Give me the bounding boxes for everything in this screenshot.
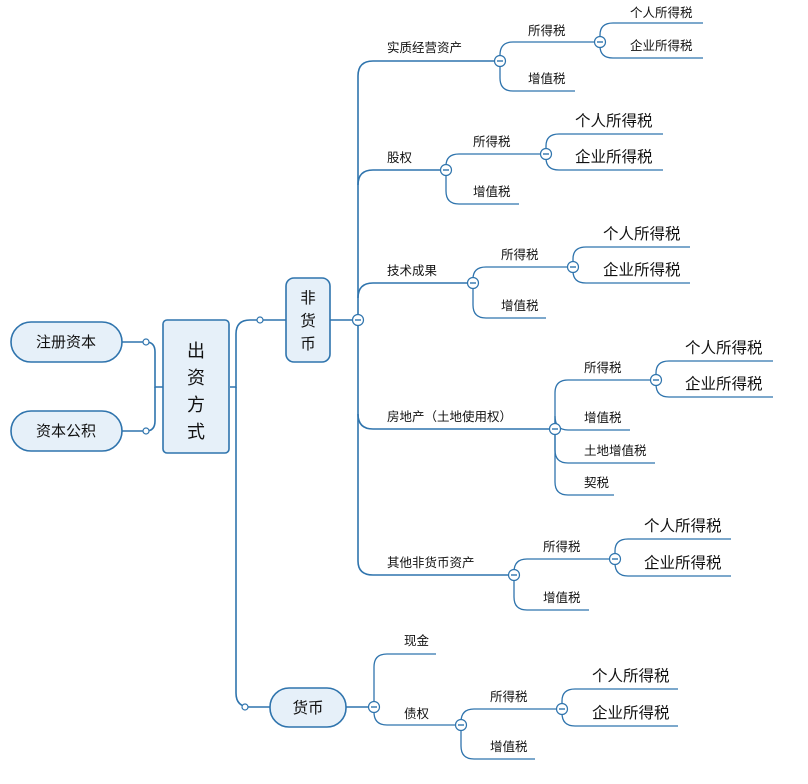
edge-to-noncash <box>230 319 286 388</box>
edge-b1-vat <box>499 61 575 92</box>
connector-dot <box>241 703 249 711</box>
topic-corporate-income-tax[interactable]: 企业所得税 <box>575 148 653 166</box>
collapse-icon[interactable] <box>608 552 622 566</box>
root-char: 方 <box>187 395 205 416</box>
node-label: 注册资本 <box>36 333 96 351</box>
topic-corporate-income-tax[interactable]: 企业所得税 <box>603 261 681 279</box>
topic-income-tax[interactable]: 所得税 <box>528 23 566 38</box>
edge-b5 <box>357 414 514 576</box>
branch-labels: 实质经营资产 所得税 增值税 个人所得税 企业所得税 股权 所得税 增值税 个人… <box>387 5 763 754</box>
topic-personal-income-tax[interactable]: 个人所得税 <box>644 517 722 535</box>
edge-to-cash <box>235 387 270 708</box>
edge-capital-reserve <box>145 387 156 432</box>
topic-vat[interactable]: 增值税 <box>501 298 539 313</box>
collapse-icon[interactable] <box>493 54 507 68</box>
edge-registered-capital <box>145 341 163 388</box>
topic-vat[interactable]: 增值税 <box>543 590 581 605</box>
edge-b4-deed <box>554 429 614 496</box>
topic-personal-income-tax[interactable]: 个人所得税 <box>575 112 653 130</box>
node-capital-reserve[interactable]: 资本公积 <box>10 410 123 452</box>
node-label: 资本公积 <box>36 422 96 440</box>
topic-corporate-income-tax[interactable]: 企业所得税 <box>592 704 670 722</box>
topic-receivables[interactable]: 债权 <box>404 706 430 721</box>
topic-income-tax[interactable]: 所得税 <box>584 360 622 375</box>
root-char: 式 <box>187 422 205 443</box>
topic-personal-income-tax[interactable]: 个人所得税 <box>685 339 763 357</box>
topic-equity[interactable]: 股权 <box>387 150 413 165</box>
topic-vat[interactable]: 增值税 <box>584 410 622 425</box>
edge-b1-tax <box>499 41 600 61</box>
collapse-icon[interactable] <box>367 700 381 714</box>
topic-land-vat[interactable]: 土地增值税 <box>584 443 647 458</box>
edge-b5-tax <box>513 558 615 575</box>
root-char: 资 <box>187 368 205 389</box>
edge-b1-personal <box>599 22 703 42</box>
edge-b2 <box>357 169 446 186</box>
edge-b5-vat <box>513 575 589 611</box>
collapse-icon[interactable] <box>548 422 562 436</box>
topic-personal-income-tax[interactable]: 个人所得税 <box>630 5 693 20</box>
node-char: 币 <box>300 335 316 353</box>
edge-b1 <box>357 60 500 320</box>
collapse-icon[interactable] <box>351 313 365 327</box>
connector-dot <box>256 316 264 324</box>
edge-b4-tax <box>554 379 656 429</box>
edge-c2-tax <box>460 708 562 725</box>
connector-dot <box>142 427 150 435</box>
edge-b2-personal <box>545 133 663 154</box>
root-char: 出 <box>187 341 205 362</box>
topic-real-estate[interactable]: 房地产（土地使用权） <box>387 409 512 424</box>
topic-other-non-cash[interactable]: 其他非货币资产 <box>387 555 475 570</box>
edge-c2-personal <box>561 688 678 709</box>
collapse-icon[interactable] <box>439 163 453 177</box>
topic-physical-assets[interactable]: 实质经营资产 <box>387 40 462 55</box>
edge-b2-vat <box>445 170 519 205</box>
node-registered-capital[interactable]: 注册资本 <box>10 321 123 363</box>
connectors <box>145 22 773 760</box>
collapse-icon[interactable] <box>555 702 569 716</box>
collapse-icon[interactable] <box>507 568 521 582</box>
edge-b3-tax <box>472 266 573 283</box>
edge-b3 <box>357 282 473 299</box>
collapse-toggles <box>351 35 663 732</box>
edge-b4-personal <box>655 360 773 380</box>
topic-personal-income-tax[interactable]: 个人所得税 <box>603 225 681 243</box>
node-cash[interactable]: 货币 <box>269 687 347 728</box>
topic-income-tax[interactable]: 所得税 <box>490 689 528 704</box>
edge-c1 <box>373 653 436 707</box>
collapse-icon[interactable] <box>539 147 553 161</box>
edge-c2-vat <box>460 725 535 760</box>
collapse-icon[interactable] <box>649 373 663 387</box>
topic-vat[interactable]: 增值税 <box>528 71 566 86</box>
topic-deed-tax[interactable]: 契税 <box>584 475 610 490</box>
node-non-cash[interactable]: 非 货 币 <box>285 277 331 363</box>
connector-dot <box>142 338 150 346</box>
edge-b3-personal <box>572 246 690 267</box>
topic-corporate-income-tax[interactable]: 企业所得税 <box>644 554 722 572</box>
collapse-icon[interactable] <box>454 718 468 732</box>
collapse-icon[interactable] <box>593 35 607 49</box>
collapse-icon[interactable] <box>466 276 480 290</box>
topic-income-tax[interactable]: 所得税 <box>543 539 581 554</box>
node-label: 货币 <box>292 699 323 717</box>
topic-vat[interactable]: 增值税 <box>490 739 528 754</box>
topic-corporate-income-tax[interactable]: 企业所得税 <box>630 38 693 53</box>
topic-personal-income-tax[interactable]: 个人所得税 <box>592 667 670 685</box>
edge-b3-vat <box>472 283 546 319</box>
topic-technology[interactable]: 技术成果 <box>387 263 438 278</box>
edge-b5-personal <box>614 538 731 559</box>
collapse-icon[interactable] <box>566 260 580 274</box>
root-node[interactable]: 出 资 方 式 <box>162 319 230 454</box>
edge-b2-tax <box>445 153 546 170</box>
node-char: 非 <box>300 289 316 307</box>
topic-vat[interactable]: 增值税 <box>473 184 511 199</box>
node-char: 货 <box>300 312 316 330</box>
topic-currency[interactable]: 现金 <box>404 633 430 648</box>
topic-corporate-income-tax[interactable]: 企业所得税 <box>685 375 763 393</box>
topic-income-tax[interactable]: 所得税 <box>501 247 539 262</box>
topic-income-tax[interactable]: 所得税 <box>473 134 511 149</box>
